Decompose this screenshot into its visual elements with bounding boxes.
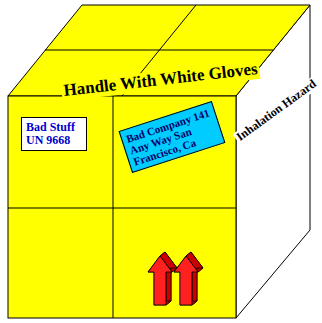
this-way-up-arrows: [148, 252, 203, 305]
arrow-shape: [174, 256, 198, 305]
arrow-shape: [166, 268, 171, 305]
arrow-shape: [148, 256, 172, 305]
label-text: Bad Stuff UN 9668: [26, 121, 82, 147]
front-divider: [113, 96, 114, 318]
hazard-label: Bad Stuff UN 9668: [21, 117, 87, 151]
box-front: [8, 96, 236, 318]
front-divider: [8, 208, 236, 209]
flap-line: [45, 50, 273, 51]
arrow-shape: [192, 268, 197, 305]
